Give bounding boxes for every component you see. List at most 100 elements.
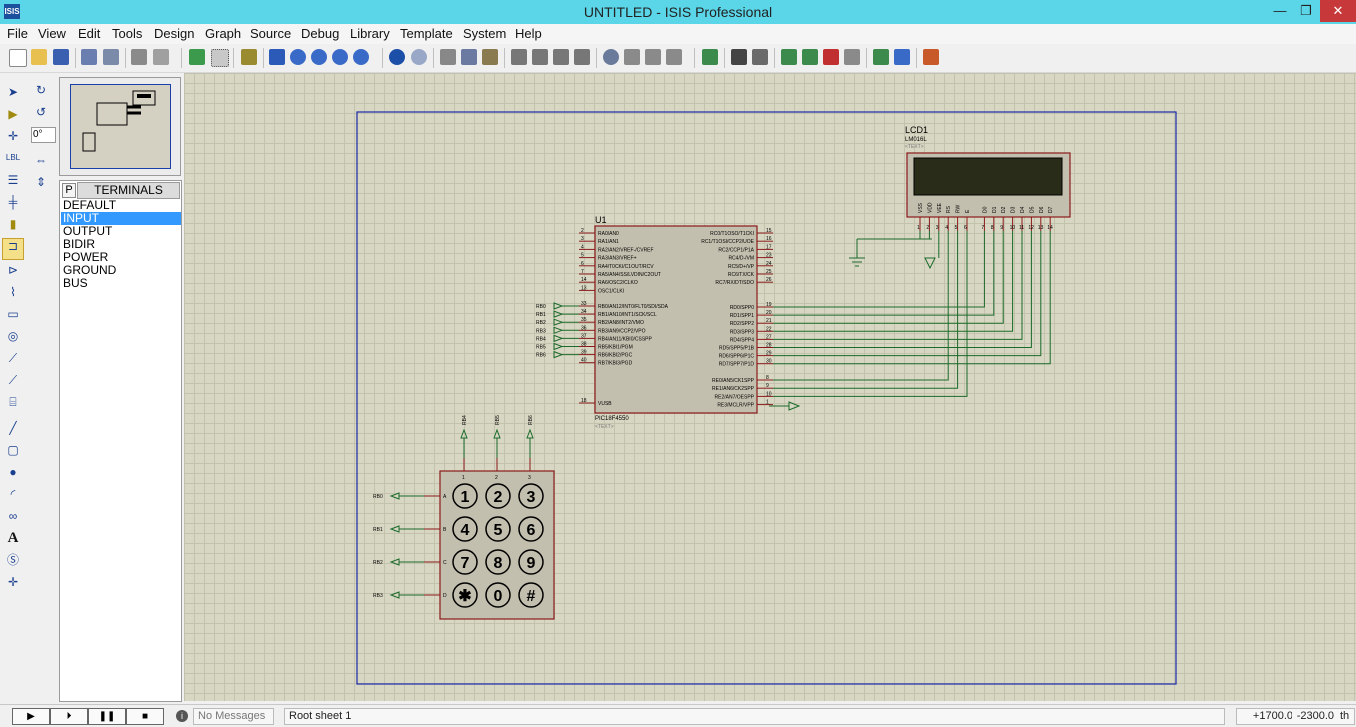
menu-help[interactable]: Help xyxy=(515,26,542,41)
arc-2d-icon[interactable]: ◜ xyxy=(10,487,16,501)
lcd-component[interactable]: LCD1 LM016L <TEXT> VSS1VDD2VEE3RS4RW5E6D… xyxy=(905,125,1071,231)
add-sheet-icon[interactable] xyxy=(802,49,818,65)
block-rotate-icon[interactable] xyxy=(553,49,569,65)
buses-mode-icon[interactable]: ╪ xyxy=(8,195,18,209)
wire-autorouter-icon[interactable] xyxy=(702,49,718,65)
overview-preview[interactable] xyxy=(70,84,171,169)
menu-edit[interactable]: Edit xyxy=(78,26,101,41)
terminal-ground[interactable]: GROUND xyxy=(63,263,117,277)
terminal-default[interactable]: DEFAULT xyxy=(63,198,117,212)
messages-status[interactable]: No Messages xyxy=(193,708,274,725)
menu-view[interactable]: View xyxy=(38,26,66,41)
play-button[interactable]: ▶ xyxy=(12,708,50,725)
print-area-icon[interactable] xyxy=(153,49,169,65)
voltage-probe-mode-icon[interactable]: ⟋ xyxy=(8,351,18,365)
remove-sheet-icon[interactable] xyxy=(823,49,839,65)
copy-icon[interactable] xyxy=(461,49,477,65)
block-move-icon[interactable] xyxy=(532,49,548,65)
menu-debug[interactable]: Debug xyxy=(301,26,340,41)
mirror-x-icon[interactable]: ⇔ xyxy=(35,153,47,167)
wire-label-mode-icon[interactable]: LBL xyxy=(5,153,21,162)
box-2d-icon[interactable]: ▢ xyxy=(7,443,19,457)
component-mode-icon[interactable]: ▶ xyxy=(8,107,18,121)
cut-icon[interactable] xyxy=(440,49,456,65)
minimize-button[interactable]: — xyxy=(1273,3,1287,18)
terminal-bus[interactable]: BUS xyxy=(63,276,88,290)
terminal-power[interactable]: POWER xyxy=(63,250,109,264)
zoom-area-icon[interactable] xyxy=(353,49,369,65)
block-delete-icon[interactable] xyxy=(574,49,590,65)
netlist-to-ares-icon[interactable] xyxy=(923,49,939,65)
grid-icon[interactable] xyxy=(211,49,229,67)
export-icon[interactable] xyxy=(103,49,119,65)
zoom-out-icon[interactable] xyxy=(311,49,327,65)
rotate-anticlockwise-icon[interactable]: ↺ xyxy=(35,105,47,119)
path-2d-icon[interactable]: ∞ xyxy=(8,509,18,523)
menu-template[interactable]: Template xyxy=(400,26,453,41)
tape-recorder-mode-icon[interactable]: ▭ xyxy=(7,307,19,321)
terminal-input[interactable]: INPUT xyxy=(61,212,181,225)
terminal-output[interactable]: OUTPUT xyxy=(63,224,113,238)
maximize-button[interactable]: ❐ xyxy=(1300,3,1312,18)
zoom-in-icon[interactable] xyxy=(290,49,306,65)
close-button[interactable]: ✕ xyxy=(1320,0,1356,22)
new-file-icon[interactable] xyxy=(9,49,27,67)
rotate-clockwise-icon[interactable]: ↻ xyxy=(35,83,47,97)
pan-icon[interactable] xyxy=(269,49,285,65)
overview-window[interactable] xyxy=(59,77,181,176)
isis-app-icon[interactable]: ISIS xyxy=(4,4,20,19)
zoom-all-icon[interactable] xyxy=(332,49,348,65)
bill-of-materials-icon[interactable] xyxy=(873,49,889,65)
decompose-icon[interactable] xyxy=(666,49,682,65)
redo-icon[interactable] xyxy=(411,49,427,65)
menu-graph[interactable]: Graph xyxy=(205,26,242,41)
virtual-instruments-mode-icon[interactable]: ⌸ xyxy=(9,395,17,409)
refresh-icon[interactable] xyxy=(189,49,205,65)
junction-dot-mode-icon[interactable]: ✛ xyxy=(7,129,19,143)
menu-source[interactable]: Source xyxy=(250,26,292,41)
circle-2d-icon[interactable]: ● xyxy=(9,465,17,479)
terminals-mode-icon[interactable]: ⊐ xyxy=(2,238,24,260)
search-tag-icon[interactable] xyxy=(731,49,747,65)
menu-design[interactable]: Design xyxy=(154,26,195,41)
import-icon[interactable] xyxy=(81,49,97,65)
stop-button[interactable]: ■ xyxy=(126,708,164,725)
pause-button[interactable]: ❚❚ xyxy=(88,708,126,725)
line-2d-icon[interactable]: ╱ xyxy=(9,421,17,435)
generator-mode-icon[interactable]: ◎ xyxy=(7,329,19,343)
menu-file[interactable]: File xyxy=(7,26,28,41)
pick-devices-button[interactable]: P xyxy=(62,183,76,198)
current-probe-mode-icon[interactable]: ⟋ xyxy=(8,373,18,387)
property-assignment-icon[interactable] xyxy=(752,49,768,65)
subcircuit-mode-icon[interactable]: ▮ xyxy=(9,217,17,231)
exit-to-parent-icon[interactable] xyxy=(844,49,860,65)
markers-2d-icon[interactable]: ✛ xyxy=(7,575,19,589)
rotation-angle-input[interactable]: 0° xyxy=(31,127,56,143)
packaging-tool-icon[interactable] xyxy=(645,49,661,65)
symbol-2d-icon[interactable]: Ⓢ xyxy=(6,553,19,567)
device-pins-mode-icon[interactable]: ⊳ xyxy=(7,263,19,277)
menu-tools[interactable]: Tools xyxy=(112,26,143,41)
block-copy-icon[interactable] xyxy=(511,49,527,65)
origin-icon[interactable] xyxy=(241,49,257,65)
make-device-icon[interactable] xyxy=(624,49,640,65)
menu-library[interactable]: Library xyxy=(350,26,390,41)
terminal-bidir[interactable]: BIDIR xyxy=(63,237,96,251)
text-2d-icon[interactable]: A xyxy=(7,530,19,546)
menu-system[interactable]: System xyxy=(463,26,507,41)
print-icon[interactable] xyxy=(131,49,147,65)
graph-mode-icon[interactable]: ⌇ xyxy=(10,285,16,299)
electrical-rule-check-icon[interactable] xyxy=(894,49,910,65)
step-button[interactable]: ⏵ xyxy=(50,708,88,725)
selection-mode-icon[interactable]: ➤ xyxy=(7,85,19,99)
new-sheet-icon[interactable] xyxy=(781,49,797,65)
paste-icon[interactable] xyxy=(482,49,498,65)
mirror-y-icon[interactable]: ⇕ xyxy=(35,175,47,189)
open-folder-icon[interactable] xyxy=(31,49,47,65)
save-icon[interactable] xyxy=(53,49,69,65)
text-script-mode-icon[interactable]: ☰ xyxy=(7,173,19,187)
pick-device-icon[interactable] xyxy=(603,49,619,65)
